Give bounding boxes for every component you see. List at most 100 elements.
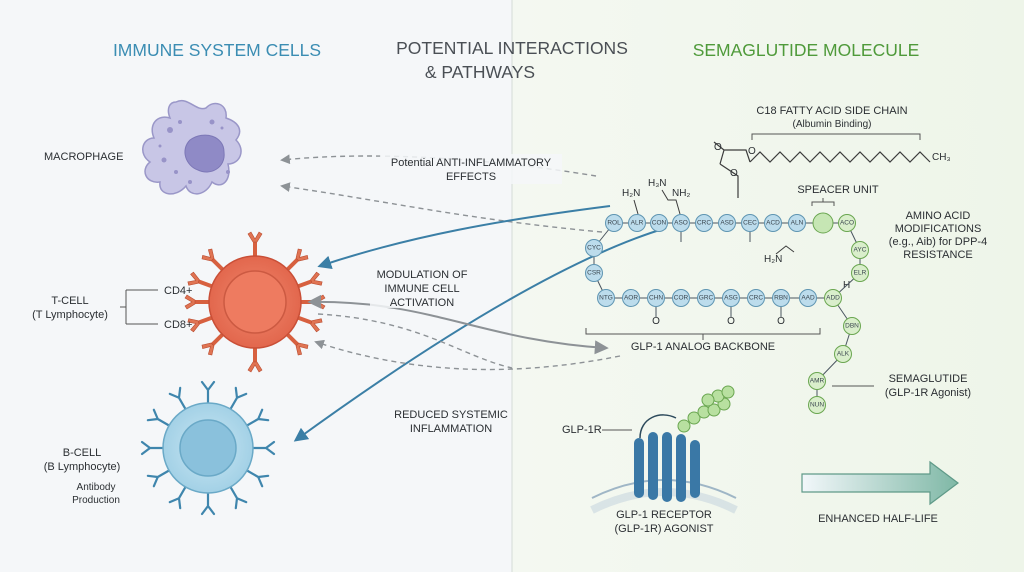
t-cell-receptor (247, 231, 263, 256)
header-semaglutide: SEMAGLUTIDE MOLECULE (693, 40, 920, 60)
t-cell-receptor (187, 271, 213, 289)
antibody (168, 386, 187, 411)
half-life-arrow (801, 460, 959, 506)
svg-text:GRC: GRC (699, 295, 714, 302)
o-label-3: O (730, 168, 738, 179)
amino-mods-line4: RESISTANCE (903, 249, 972, 261)
svg-text:AMR: AMR (810, 378, 825, 385)
b-cell-label: B-CELL (63, 447, 102, 459)
t-cell (184, 231, 326, 373)
receptor-caption-line2: (GLP-1R) AGONIST (614, 523, 713, 535)
antibody (200, 380, 216, 405)
macrophage-nucleus (184, 134, 225, 173)
o-label-2: O (714, 142, 722, 153)
anti-inflammatory-line1: Potential ANTI-INFLAMMATORY (391, 157, 552, 169)
residue-ntg: NTG (597, 289, 615, 307)
side-chain-mid (775, 245, 795, 255)
antibody (140, 440, 165, 456)
header-interactions-line1: POTENTIAL INTERACTIONS (396, 38, 628, 58)
antibody (146, 408, 171, 427)
t-cell-receptor (184, 294, 209, 310)
residue-csr: CSR (585, 264, 603, 282)
svg-text:CSR: CSR (587, 270, 601, 277)
svg-text:CON: CON (652, 220, 667, 227)
antibody (251, 440, 276, 456)
header-interactions-line2: & PATHWAYS (425, 62, 535, 82)
svg-text:ELR: ELR (854, 270, 867, 277)
residue-elr: ELR (851, 264, 869, 282)
residue-aco: ACO (838, 214, 856, 232)
svg-text:ASG: ASG (724, 295, 738, 302)
residue-cor: COR (672, 289, 690, 307)
svg-text:ROL: ROL (607, 220, 621, 227)
t-cell-receptor (201, 333, 224, 356)
dashed-arrow-modulation (317, 313, 513, 369)
residue-crc: CRC (695, 214, 713, 232)
cd4-label: CD4+ (164, 285, 192, 297)
svg-text:CEC: CEC (743, 220, 757, 227)
residue-crc: CRC (747, 289, 765, 307)
t-cell-label: T-CELL (51, 295, 88, 307)
h3n-top-label: H₃N (648, 178, 667, 189)
antibody (245, 408, 270, 427)
svg-text:AAD: AAD (801, 295, 815, 302)
fatty-acid-chain (749, 151, 931, 163)
semaglutide-sublabel: (GLP-1R Agonist) (885, 387, 971, 399)
svg-text:ALN: ALN (791, 220, 804, 227)
residue-ayc: AYC (851, 241, 869, 259)
antibody (229, 386, 248, 411)
antibody (146, 469, 171, 488)
reduced-inflammation-line1: REDUCED SYSTEMIC (394, 409, 508, 421)
carbonyl-o-label: O (652, 316, 660, 327)
residue-asd: ASD (718, 214, 736, 232)
svg-text:CYC: CYC (587, 245, 601, 252)
svg-text:ADD: ADD (826, 295, 840, 302)
b-cell-antibodies (140, 380, 276, 516)
side-chains-top (633, 189, 681, 215)
b-cell-sublabel: (B Lymphocyte) (44, 461, 121, 473)
o-label-1: O (748, 146, 756, 157)
antibody (245, 469, 270, 488)
residue-cec: CEC (741, 214, 759, 232)
half-life-label: ENHANCED HALF-LIFE (818, 513, 938, 525)
receptor-caption-line1: GLP-1 RECEPTOR (616, 509, 712, 521)
residue-spacer (812, 212, 834, 234)
amino-mods-line1: AMINO ACID (906, 210, 971, 222)
residue-acd: ACD (764, 214, 782, 232)
residue-aor: AOR (622, 289, 640, 307)
h2n-mid-label: H₂N (764, 254, 782, 265)
fatty-acid-label: C18 FATTY ACID SIDE CHAIN (756, 105, 907, 117)
spacer-unit-label: SPEACER UNIT (797, 184, 879, 196)
backbone-label: GLP-1 ANALOG BACKBONE (631, 341, 775, 353)
modulation-line2: IMMUNE CELL (384, 283, 459, 295)
cd8-label: CD8+ (164, 319, 192, 331)
macrophage-label: MACROPHAGE (44, 151, 123, 163)
svg-text:NUN: NUN (810, 402, 824, 409)
residue-add: ADD (824, 289, 842, 307)
svg-text:ASD: ASD (720, 220, 734, 227)
residue-cyc: CYC (585, 239, 603, 257)
svg-text:CHN: CHN (649, 295, 663, 302)
residue-alk: ALK (834, 345, 852, 363)
residue-dbn: DBN (843, 317, 861, 335)
svg-text:COR: COR (674, 295, 689, 302)
antibody (168, 485, 187, 510)
h2n-top-label: H₂N (622, 188, 640, 199)
semaglutide-molecule: C18 FATTY ACID SIDE CHAIN (Albumin Bindi… (585, 105, 987, 414)
modulation-line1: MODULATION OF (377, 269, 468, 281)
residue-amr: AMR (808, 372, 826, 390)
t-cell-receptor (286, 248, 309, 271)
t-cell-nucleus (223, 270, 287, 334)
residue-nun: NUN (808, 396, 826, 414)
nh2-top-label: NH₂ (672, 188, 690, 199)
amino-mods-line3: (e.g., Aib) for DPP-4 (889, 236, 987, 248)
blue-arrow-tcell (317, 205, 611, 270)
carbonyl-o-label: O (727, 316, 735, 327)
svg-text:ACO: ACO (840, 220, 854, 227)
glp1r-label: GLP-1R (562, 424, 602, 436)
semaglutide-label: SEMAGLUTIDE (889, 373, 968, 385)
antibody (200, 491, 216, 516)
ch3-label: CH₃ (932, 152, 951, 163)
carbonyl-o-label: O (777, 316, 785, 327)
svg-text:DBN: DBN (845, 323, 859, 330)
